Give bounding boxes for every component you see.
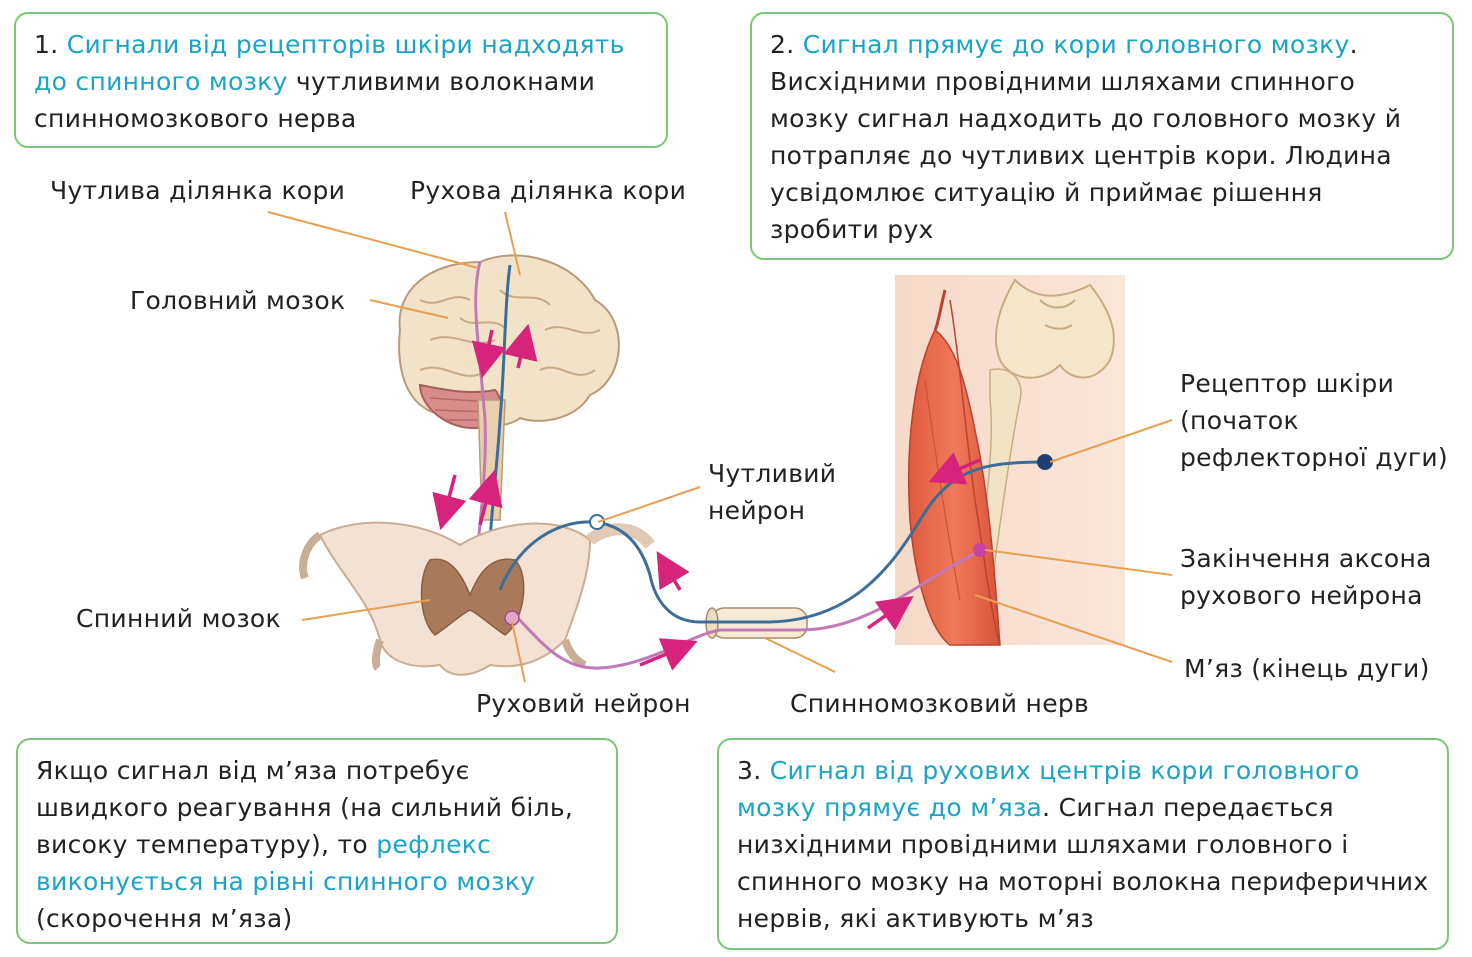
- label-sensory-cortex: Чутлива ділянка кори: [50, 176, 346, 205]
- step-1-highlight: Сигнали від рецепторів шкіри надходять д…: [34, 30, 625, 96]
- reflex-note-box: Якщо сигнал від м’яза потребує швидкого …: [16, 738, 618, 944]
- label-sensory-neuron-1: Чутливий: [708, 459, 837, 488]
- brain-illustration: [398, 254, 620, 521]
- label-motor-cortex: Рухова ділянка кори: [410, 176, 687, 205]
- reflex-note-highlight: рефлекс виконується на рівні спинного мо…: [36, 830, 536, 896]
- sensory-ganglion-icon: [589, 514, 605, 530]
- step-3-text: . Сигнал передається низхідними провідни…: [737, 793, 1429, 933]
- label-brain: Головний мозок: [130, 286, 346, 315]
- leg-illustration: [895, 275, 1125, 646]
- label-receptor-1: Рецептор шкіри: [1180, 369, 1395, 398]
- step-1-number: 1.: [34, 30, 59, 59]
- spinal-cord-illustration: [299, 521, 655, 676]
- step-3-box: 3. Сигнал від рухових центрів кори голов…: [717, 738, 1449, 950]
- reflex-note-text: Якщо сигнал від м’яза потребує швидкого …: [36, 756, 574, 859]
- step-3-number: 3.: [737, 756, 762, 785]
- label-receptor-2: (початок: [1180, 406, 1299, 435]
- label-axon-end-2: рухового нейрона: [1180, 581, 1423, 610]
- label-muscle: М’яз (кінець дуги): [1184, 654, 1430, 683]
- label-axon-end-1: Закінчення аксона: [1180, 544, 1432, 573]
- step-1-box: 1. Сигнали від рецепторів шкіри надходят…: [14, 12, 668, 148]
- step-3-highlight: Сигнал від рухових центрів кори головног…: [737, 756, 1360, 822]
- skin-receptor-icon: [1037, 454, 1053, 470]
- signal-arrows: [432, 323, 981, 671]
- label-motor-neuron: Руховий нейрон: [476, 689, 691, 718]
- step-1-text: чутливими волокнами спинномозкового нерв…: [34, 67, 596, 133]
- label-spinal-cord: Спинний мозок: [76, 604, 281, 633]
- label-spinal-nerve: Спинномозковий нерв: [790, 689, 1090, 718]
- axon-end-icon: [973, 543, 987, 557]
- step-2-number: 2.: [770, 30, 795, 59]
- step-2-highlight: Сигнал прямує до кори головного мозку: [802, 30, 1350, 59]
- sensory-fiber: [498, 460, 1046, 624]
- neural-pathways: [473, 261, 512, 576]
- leader-lines: [267, 211, 1173, 683]
- step-2-text: . Висхідними провідними шляхами спинного…: [770, 30, 1402, 244]
- step-2-box: 2. Сигнал прямує до кори головного мозку…: [750, 12, 1454, 260]
- reflex-note-rest: (скорочення м’яза): [36, 904, 293, 933]
- label-receptor-3: рефлекторної дуги): [1180, 443, 1448, 472]
- label-sensory-neuron-2: нейрон: [708, 496, 806, 525]
